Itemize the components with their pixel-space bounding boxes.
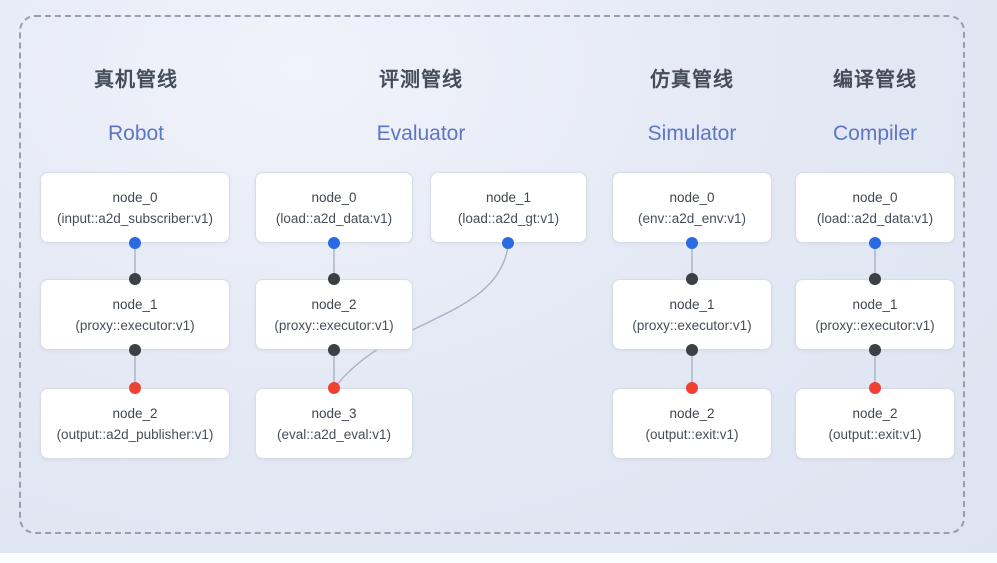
robot-node-2[interactable]: node_2 (output::a2d_publisher:v1) [40, 388, 230, 459]
pipeline-title-zh-compiler: 编译管线 [833, 69, 917, 91]
output-port-dot [129, 344, 141, 356]
simulator-node-1[interactable]: node_1 (proxy::executor:v1) [612, 279, 772, 350]
target-port-dot [129, 382, 141, 394]
pipeline-title-en-compiler: Compiler [832, 122, 918, 145]
source-port-dot [869, 237, 881, 249]
evaluator-node-1[interactable]: node_1 (load::a2d_gt:v1) [430, 172, 587, 243]
node-name: node_0 [311, 189, 357, 205]
node-type: (proxy::executor:v1) [815, 317, 935, 333]
compiler-node-2[interactable]: node_2 (output::exit:v1) [795, 388, 955, 459]
target-port-dot [328, 382, 340, 394]
node-name: node_1 [852, 296, 898, 312]
node-type: (output::a2d_publisher:v1) [56, 426, 214, 442]
pipeline-title-en-robot: Robot [107, 122, 165, 145]
node-name: node_3 [311, 405, 357, 421]
input-port-dot [686, 273, 698, 285]
source-port-dot [686, 237, 698, 249]
dashed-frame [19, 15, 965, 534]
source-port-dot [328, 237, 340, 249]
node-name: node_2 [669, 405, 715, 421]
output-port-dot [686, 344, 698, 356]
target-port-dot [869, 382, 881, 394]
node-type: (output::exit:v1) [645, 426, 739, 442]
evaluator-node-0[interactable]: node_0 (load::a2d_data:v1) [255, 172, 413, 243]
input-port-dot [129, 273, 141, 285]
pipeline-title-zh-robot: 真机管线 [94, 69, 178, 91]
node-name: node_0 [112, 189, 158, 205]
node-name: node_2 [112, 405, 158, 421]
node-type: (env::a2d_env:v1) [637, 210, 747, 226]
pipeline-title-en-simulator: Simulator [647, 122, 737, 145]
source-port-dot [502, 237, 514, 249]
pipeline-title-zh-simulator: 仿真管线 [650, 69, 734, 91]
robot-node-1[interactable]: node_1 (proxy::executor:v1) [40, 279, 230, 350]
node-type: (eval::a2d_eval:v1) [276, 426, 392, 442]
output-port-dot [328, 344, 340, 356]
simulator-node-2[interactable]: node_2 (output::exit:v1) [612, 388, 772, 459]
node-type: (load::a2d_data:v1) [275, 210, 393, 226]
evaluator-node-2[interactable]: node_2 (proxy::executor:v1) [255, 279, 413, 350]
node-type: (input::a2d_subscriber:v1) [56, 210, 214, 226]
simulator-node-0[interactable]: node_0 (env::a2d_env:v1) [612, 172, 772, 243]
bottom-margin [0, 553, 997, 563]
node-name: node_1 [112, 296, 158, 312]
node-name: node_2 [852, 405, 898, 421]
node-type: (load::a2d_gt:v1) [457, 210, 560, 226]
node-type: (proxy::executor:v1) [632, 317, 752, 333]
pipeline-title-zh-evaluator: 评测管线 [379, 69, 463, 91]
node-name: node_1 [669, 296, 715, 312]
source-port-dot [129, 237, 141, 249]
compiler-node-1[interactable]: node_1 (proxy::executor:v1) [795, 279, 955, 350]
node-name: node_0 [852, 189, 898, 205]
node-type: (load::a2d_data:v1) [816, 210, 934, 226]
input-port-dot [328, 273, 340, 285]
pipeline-title-en-evaluator: Evaluator [376, 122, 466, 145]
node-name: node_0 [669, 189, 715, 205]
node-type: (proxy::executor:v1) [274, 317, 394, 333]
target-port-dot [686, 382, 698, 394]
node-type: (proxy::executor:v1) [75, 317, 195, 333]
robot-node-0[interactable]: node_0 (input::a2d_subscriber:v1) [40, 172, 230, 243]
evaluator-node-3[interactable]: node_3 (eval::a2d_eval:v1) [255, 388, 413, 459]
node-name: node_2 [311, 296, 357, 312]
compiler-node-0[interactable]: node_0 (load::a2d_data:v1) [795, 172, 955, 243]
input-port-dot [869, 273, 881, 285]
output-port-dot [869, 344, 881, 356]
node-type: (output::exit:v1) [828, 426, 922, 442]
node-name: node_1 [485, 189, 532, 205]
edge-evaluator-1-3-curve [333, 242, 510, 389]
